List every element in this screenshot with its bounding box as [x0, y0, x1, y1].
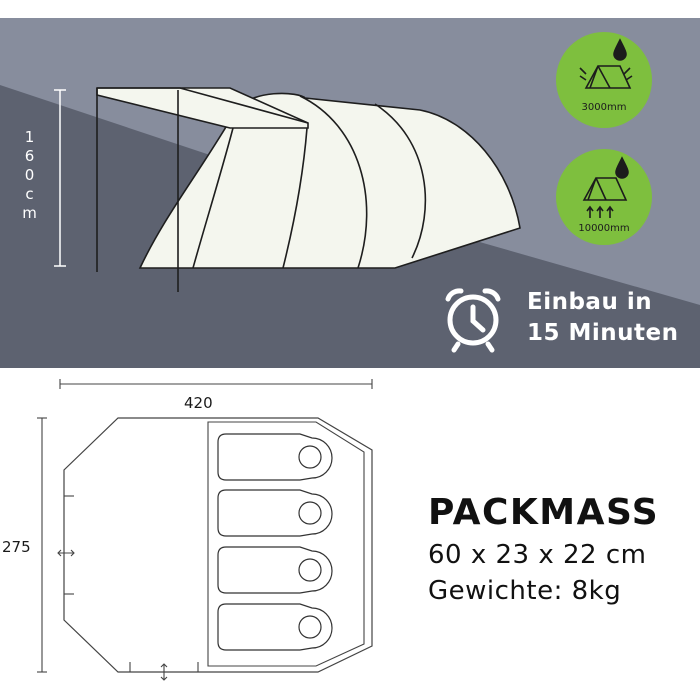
height-label-char: c	[25, 185, 35, 203]
height-dimension-line	[54, 89, 66, 267]
waterproof-tent-icon	[579, 38, 633, 89]
sleeping-bags	[217, 433, 333, 651]
sleeping-bag	[217, 433, 333, 481]
height-label-char: 0	[24, 166, 36, 184]
floor-plan	[37, 379, 373, 681]
pack-title: PACKMASS	[428, 492, 660, 533]
waterproof-badge-2	[556, 149, 652, 245]
pack-size: 60 x 23 x 22 cm	[428, 540, 647, 570]
setup-time-line1: Einbau in	[527, 289, 653, 315]
badge-label-10000: 10000mm	[578, 223, 630, 234]
sleeping-bag	[217, 546, 333, 594]
tent	[96, 87, 521, 292]
setup-time-text: Einbau in 15 Minuten	[527, 287, 679, 349]
pack-weight: Gewichte: 8kg	[428, 576, 622, 606]
width-label: 420	[184, 394, 213, 412]
height-label: 1 6 0 c m	[18, 128, 42, 223]
sleeping-bag	[217, 489, 333, 537]
alarm-clock-icon	[445, 288, 501, 353]
height-label-char: m	[22, 204, 38, 222]
waterproof-badge-1	[556, 32, 652, 128]
height-label-char: 6	[24, 147, 36, 165]
sleeping-bag	[217, 603, 333, 651]
height-label-char: 1	[24, 128, 36, 146]
waterproof-floor-icon	[582, 156, 629, 218]
badge-label-3000: 3000mm	[581, 102, 627, 113]
depth-label: 275	[2, 538, 31, 556]
setup-time-line2: 15 Minuten	[527, 320, 679, 346]
